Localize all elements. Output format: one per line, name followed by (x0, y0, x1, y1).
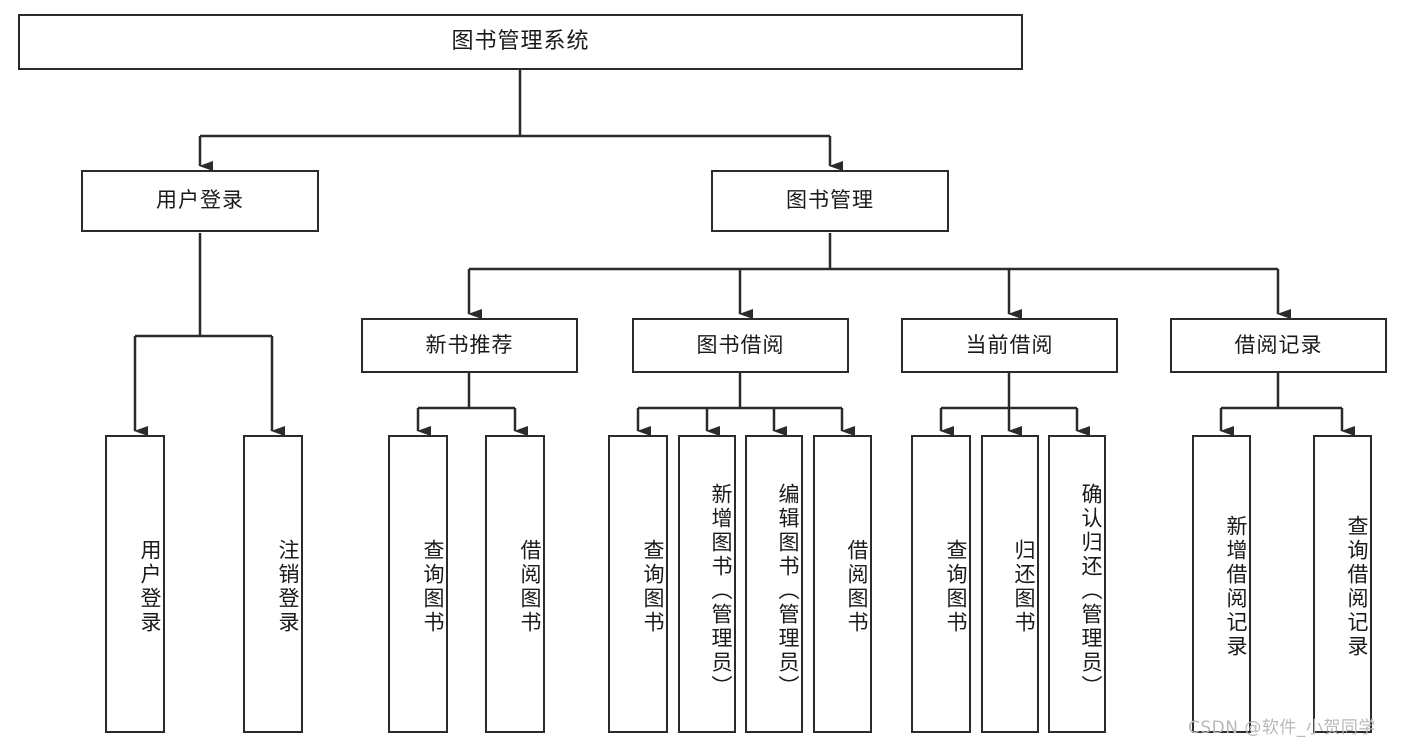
node-leaf-borrow-book-2[interactable]: 借阅图书 (813, 435, 872, 733)
node-user-login[interactable]: 用户登录 (81, 170, 319, 232)
node-root[interactable]: 图书管理系统 (18, 14, 1023, 70)
node-leaf-borrow-book-1[interactable]: 借阅图书 (485, 435, 545, 733)
node-leaf-query-record[interactable]: 查询借阅记录 (1313, 435, 1372, 733)
csdn-watermark: CSDN @软件_小贺同学 (1188, 718, 1376, 738)
node-leaf-edit-book[interactable]: 编辑图书（管理员） (745, 435, 803, 733)
node-leaf-user-logout[interactable]: 注销登录 (243, 435, 303, 733)
node-current-borrow[interactable]: 当前借阅 (901, 318, 1118, 373)
node-leaf-query-book-3[interactable]: 查询图书 (911, 435, 971, 733)
node-book-borrow[interactable]: 图书借阅 (632, 318, 849, 373)
node-borrow-record[interactable]: 借阅记录 (1170, 318, 1387, 373)
node-book-manage[interactable]: 图书管理 (711, 170, 949, 232)
node-leaf-query-book-1[interactable]: 查询图书 (388, 435, 448, 733)
node-leaf-add-book[interactable]: 新增图书（管理员） (678, 435, 736, 733)
node-leaf-add-record[interactable]: 新增借阅记录 (1192, 435, 1251, 733)
node-leaf-return-book[interactable]: 归还图书 (981, 435, 1039, 733)
node-new-book-rec[interactable]: 新书推荐 (361, 318, 578, 373)
node-leaf-user-login[interactable]: 用户登录 (105, 435, 165, 733)
node-leaf-confirm-return[interactable]: 确认归还（管理员） (1048, 435, 1106, 733)
node-leaf-query-book-2[interactable]: 查询图书 (608, 435, 668, 733)
